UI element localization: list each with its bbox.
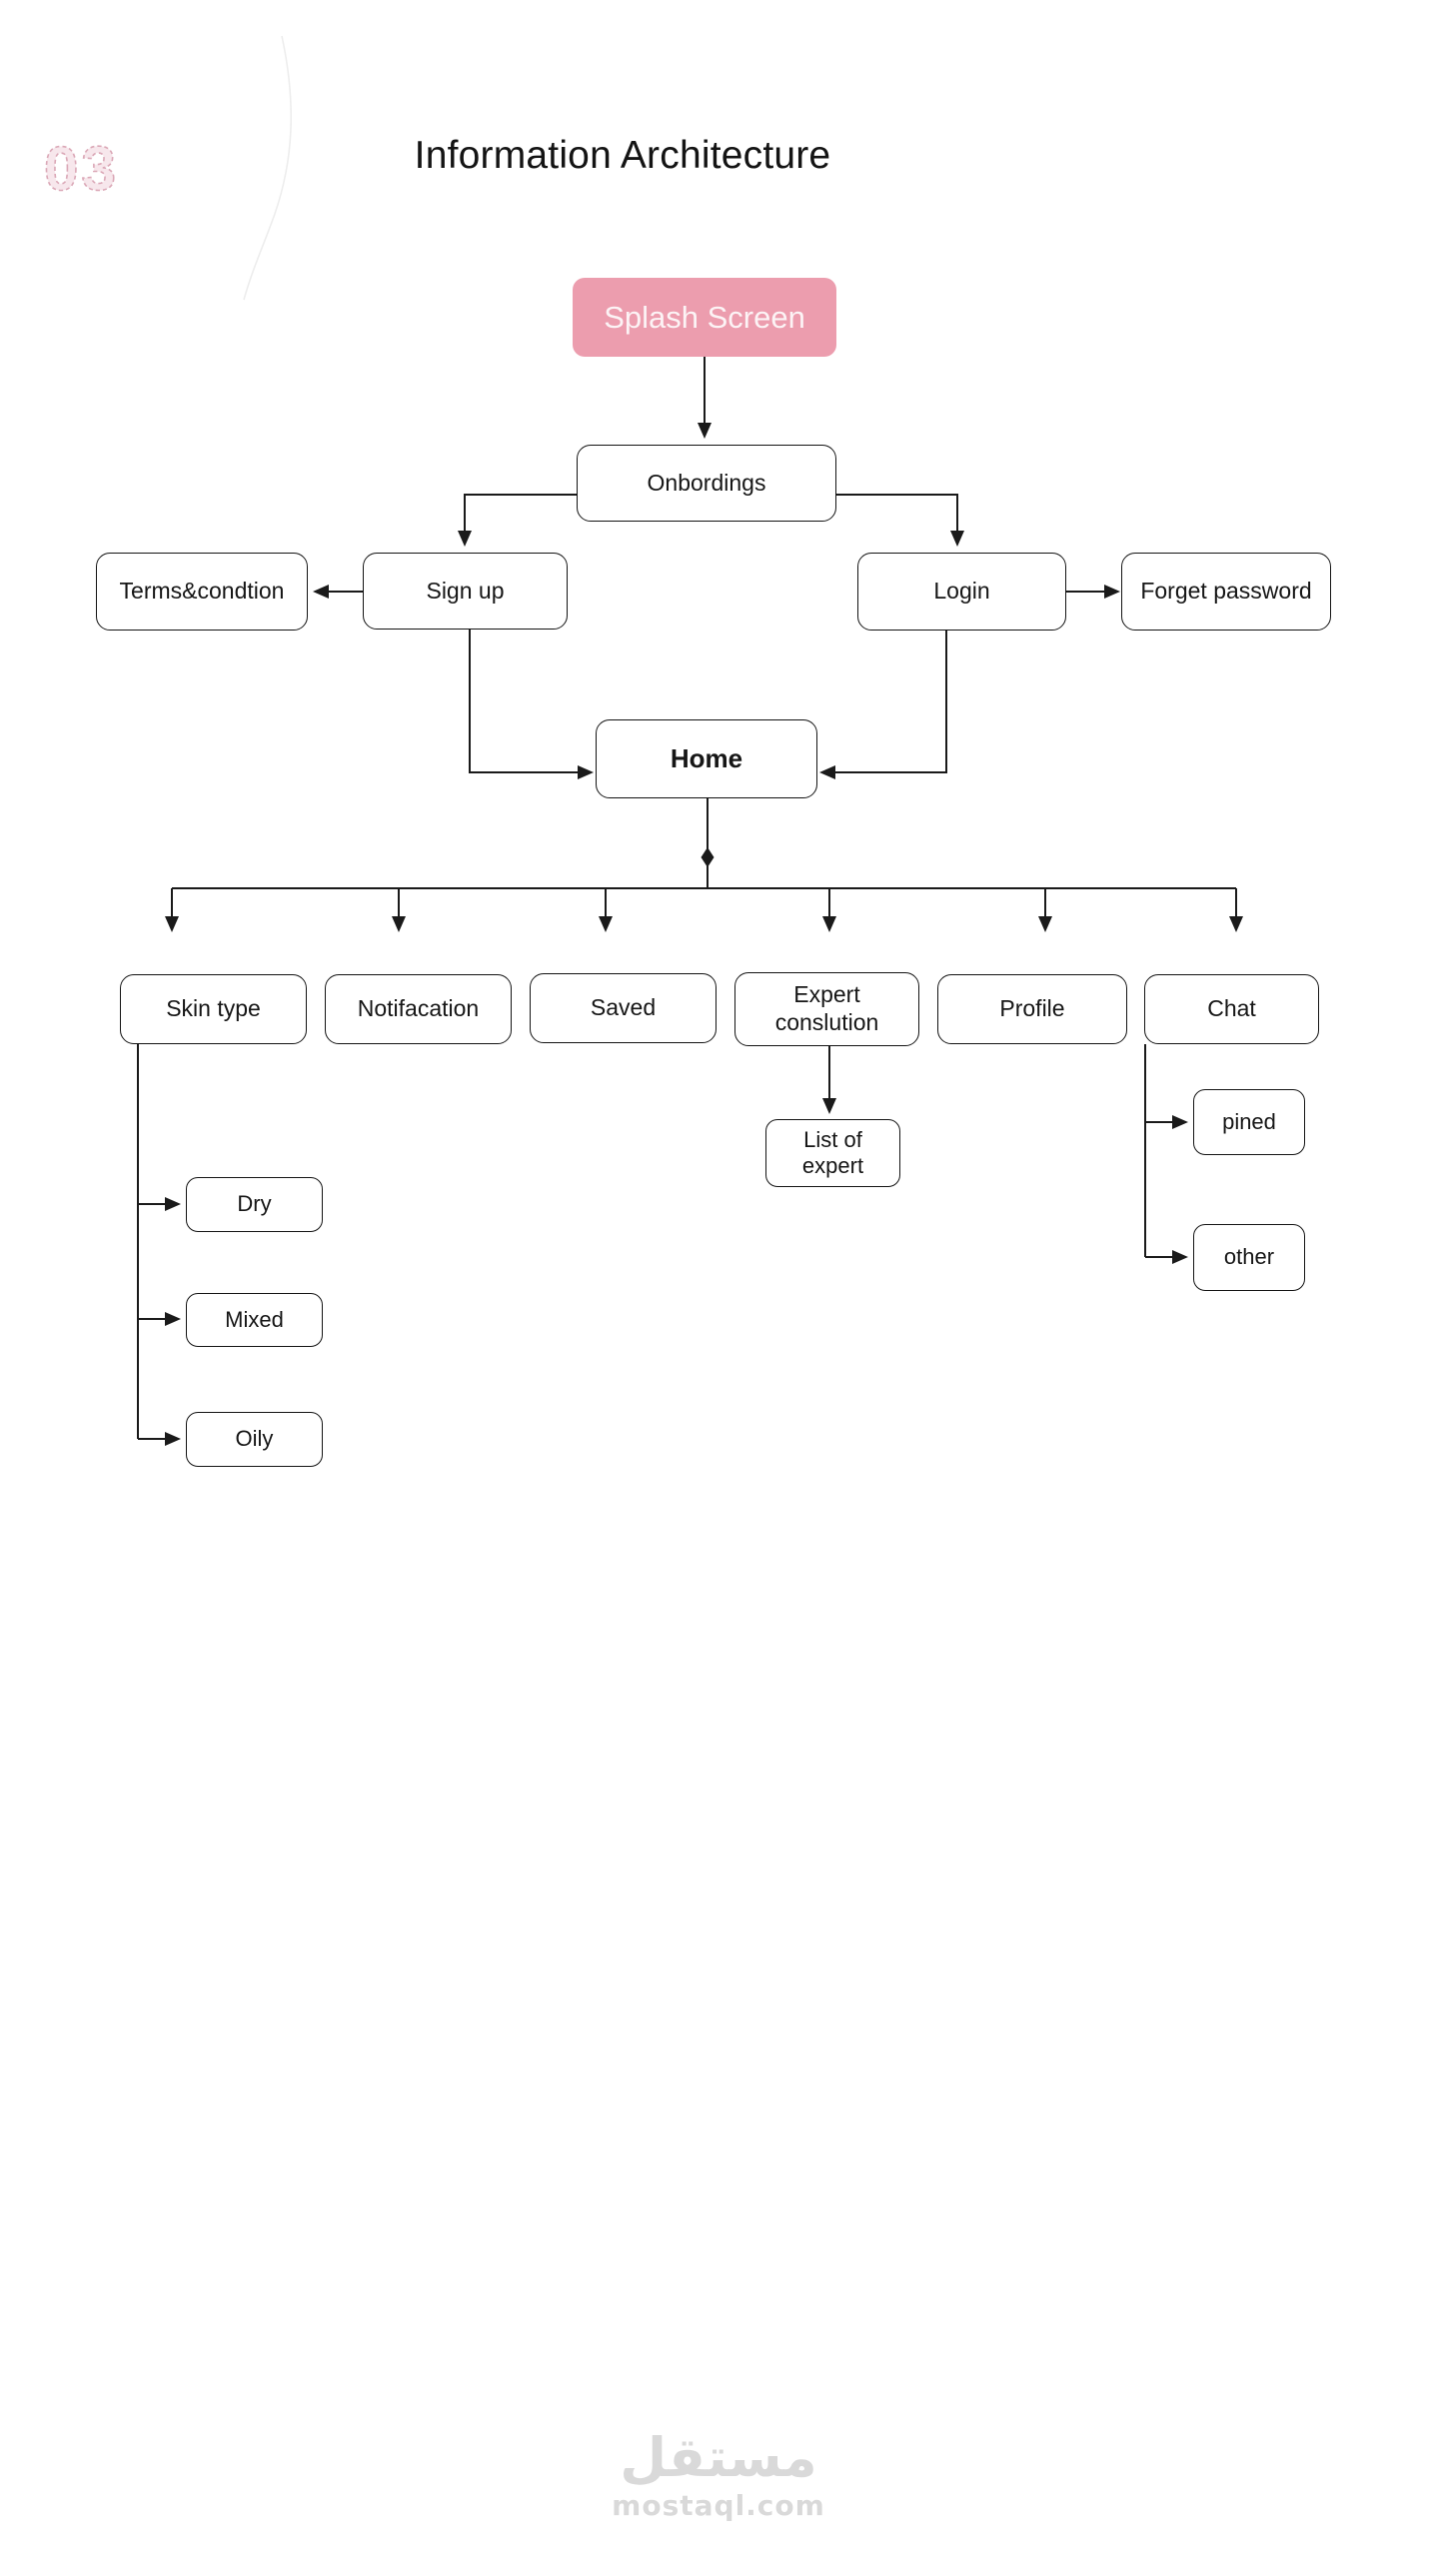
- node-sign-up: Sign up: [363, 553, 568, 630]
- node-forget-password: Forget password: [1121, 553, 1331, 631]
- node-notification: Notifacation: [325, 974, 512, 1044]
- watermark-logo: مستقل: [620, 2426, 817, 2489]
- node-other: other: [1193, 1224, 1305, 1291]
- node-profile: Profile: [937, 974, 1127, 1044]
- node-pinned: pined: [1193, 1089, 1305, 1155]
- node-dry: Dry: [186, 1177, 323, 1232]
- node-terms-condition: Terms&condtion: [96, 553, 308, 631]
- watermark-site-text: mostaql.com: [612, 2489, 825, 2523]
- node-oily: Oily: [186, 1412, 323, 1467]
- node-list-of-expert: List of expert: [765, 1119, 900, 1187]
- node-login: Login: [857, 553, 1066, 631]
- edge-signup-home: [469, 630, 594, 779]
- section-number: 03: [43, 134, 119, 205]
- section-number-text: 03: [44, 135, 119, 204]
- edge-login-home: [819, 631, 947, 779]
- node-home: Home: [596, 719, 817, 798]
- node-saved: Saved: [530, 973, 717, 1043]
- node-chat: Chat: [1144, 974, 1319, 1044]
- page-title: Information Architecture: [414, 134, 831, 177]
- node-splash-screen: Splash Screen: [573, 278, 836, 357]
- diamond-junction: [701, 847, 715, 867]
- node-mixed: Mixed: [186, 1293, 323, 1347]
- node-expert-consultation: Expert conslution: [734, 972, 919, 1046]
- node-onboarding: Onbordings: [577, 445, 836, 522]
- edge-onboarding-signup: [458, 494, 577, 547]
- watermark: مستقل mostaql.com: [612, 2426, 825, 2523]
- node-skin-type: Skin type: [120, 974, 307, 1044]
- edge-onboarding-login: [836, 494, 964, 547]
